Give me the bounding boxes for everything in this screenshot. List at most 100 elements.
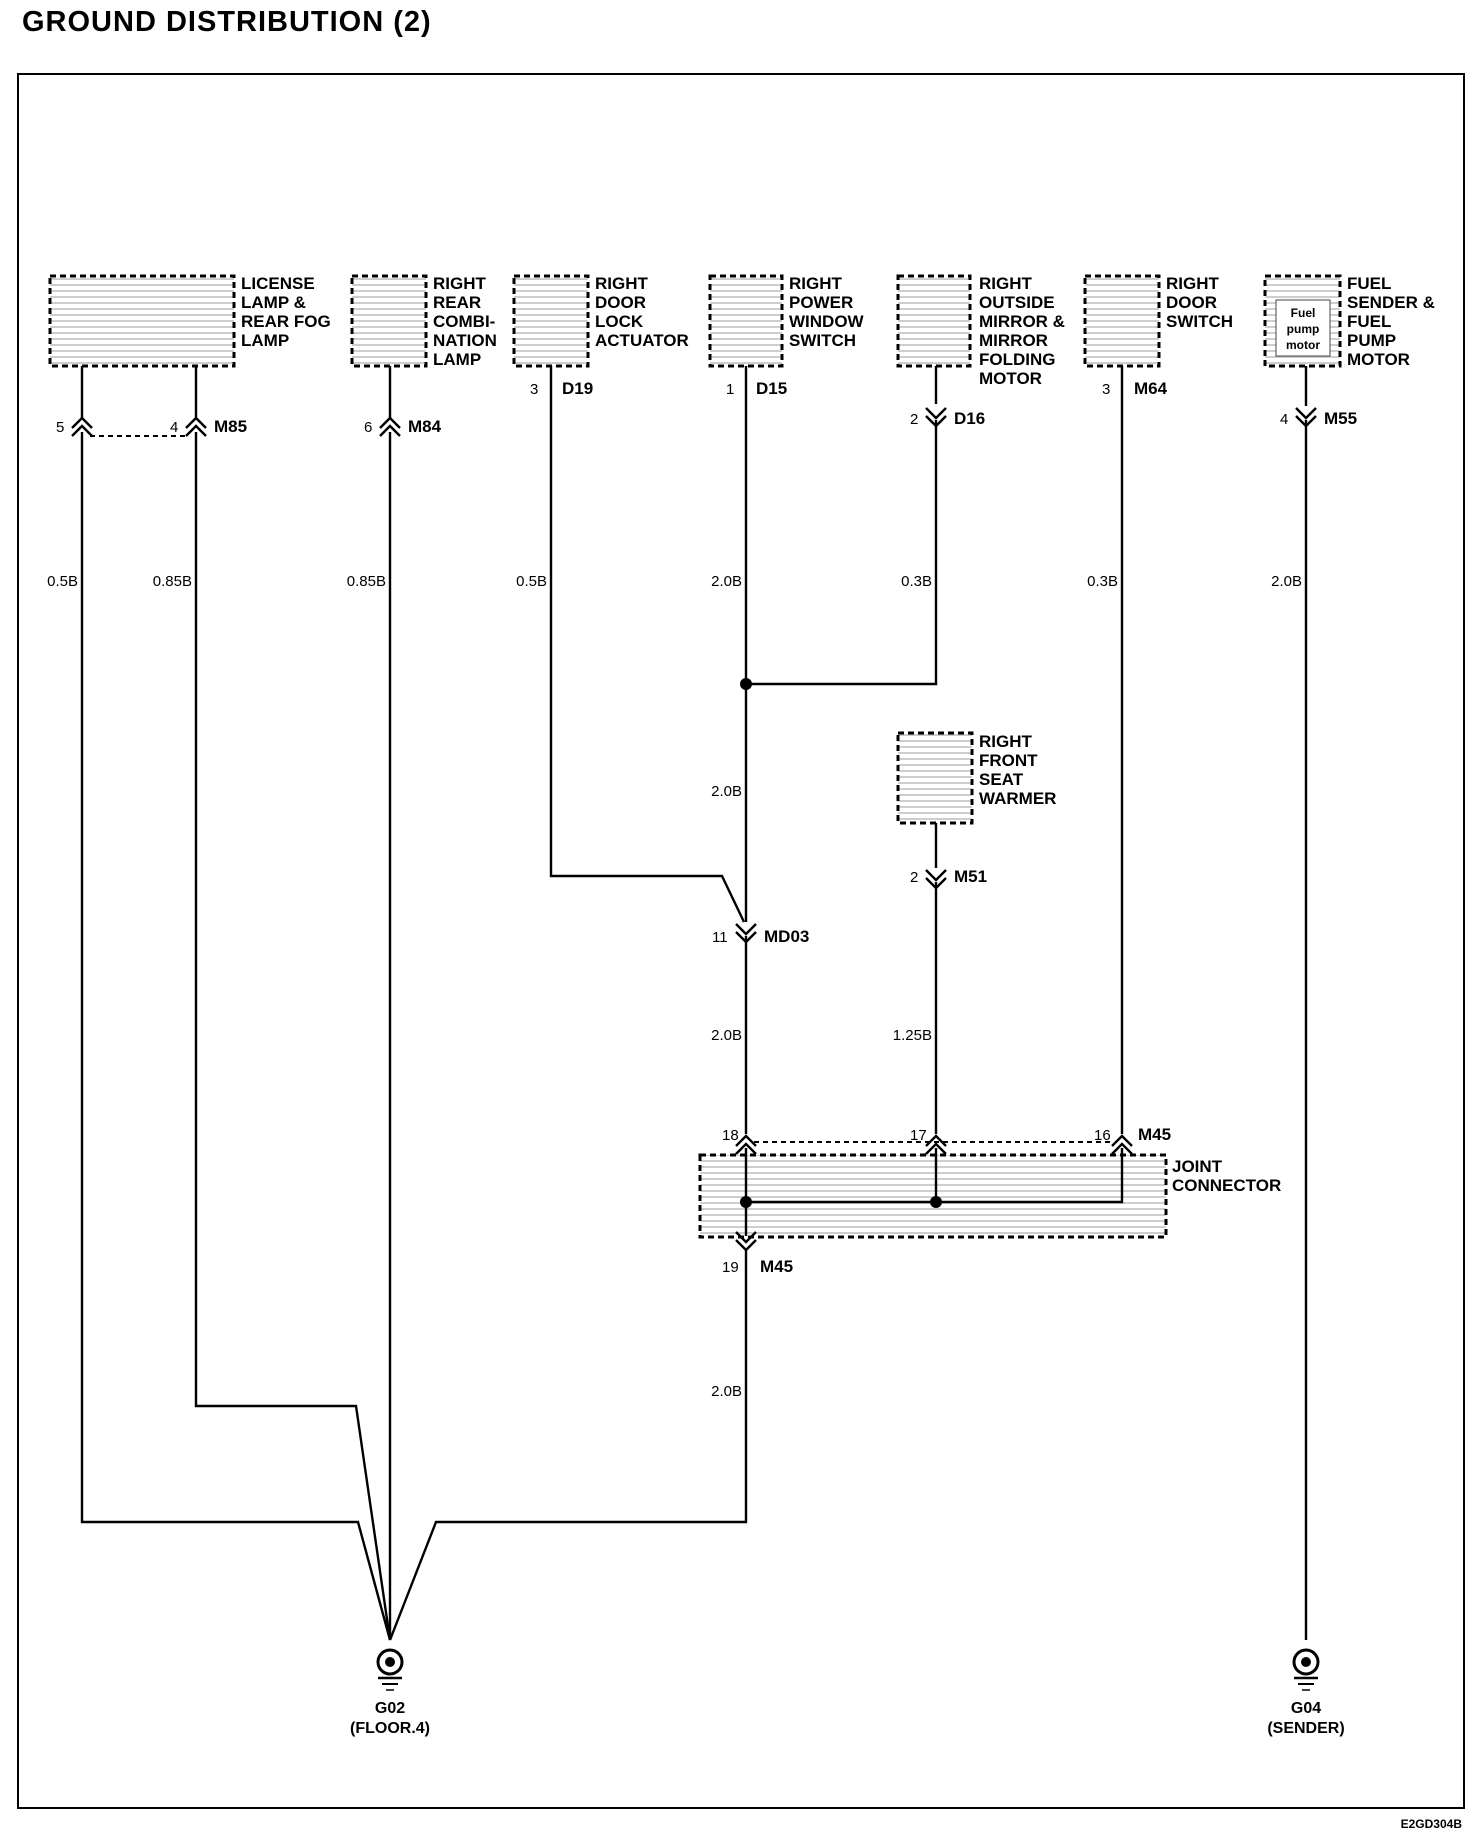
gauge-label: 0.5B [47, 573, 78, 590]
code-m84: M84 [408, 417, 442, 436]
gauge-label: 2.0B [711, 783, 742, 800]
code-m45-out: M45 [760, 1257, 793, 1276]
svg-text:DOOR: DOOR [1166, 293, 1217, 312]
svg-text:NATION: NATION [433, 331, 497, 350]
svg-text:LAMP &: LAMP & [241, 293, 306, 312]
svg-text:FRONT: FRONT [979, 751, 1038, 770]
pin-m45-16: 16 [1094, 1127, 1111, 1144]
svg-text:POWER: POWER [789, 293, 853, 312]
code-m64: M64 [1134, 379, 1168, 398]
ground-g04: G04 (SENDER) [1267, 1648, 1345, 1737]
svg-text:MIRROR: MIRROR [979, 331, 1048, 350]
wire-harness [80, 366, 1308, 1641]
pin-m84: 6 [364, 419, 372, 436]
code-m85: M85 [214, 417, 247, 436]
pin-d15: 1 [726, 381, 734, 398]
pin-m64: 3 [1102, 381, 1110, 398]
pin-d16: 2 [910, 411, 918, 428]
code-m45-in: M45 [1138, 1125, 1171, 1144]
gauge-label: 0.5B [516, 573, 547, 590]
component-box-license-lamp [48, 274, 236, 368]
svg-text:LOCK: LOCK [595, 312, 644, 331]
svg-text:SENDER &: SENDER & [1347, 293, 1435, 312]
gauge-label: 0.85B [347, 573, 386, 590]
ground-g04-name: G04 [1291, 1700, 1321, 1717]
splice-dot [740, 1196, 752, 1208]
component-box-door-switch [1083, 274, 1161, 368]
component-box-rear-combination-lamp [350, 274, 428, 368]
svg-text:MIRROR &: MIRROR & [979, 312, 1065, 331]
svg-text:DOOR: DOOR [595, 293, 646, 312]
gauge-label: 0.3B [1087, 573, 1118, 590]
svg-text:RIGHT: RIGHT [433, 274, 487, 293]
chevron-down-icon [735, 923, 757, 944]
svg-text:CONNECTOR: CONNECTOR [1172, 1176, 1281, 1195]
svg-text:LAMP: LAMP [433, 350, 481, 369]
code-m55: M55 [1324, 409, 1357, 428]
component-box-joint-connector [698, 1153, 1168, 1239]
label-power-window-switch: RIGHT POWER WINDOW SWITCH [789, 274, 865, 350]
code-d19: D19 [562, 379, 593, 398]
chevron-up-icon [925, 1134, 947, 1155]
chevron-up-icon [71, 416, 93, 437]
fuel-inner-line-1: Fuel [1291, 306, 1316, 320]
pin-md03: 11 [712, 929, 728, 946]
svg-text:REAR: REAR [433, 293, 481, 312]
chevron-up-icon [379, 416, 401, 437]
splice-dot [740, 678, 752, 690]
gauge-label: 2.0B [711, 1027, 742, 1044]
page-title: GROUND DISTRIBUTION (2) [22, 6, 432, 38]
gauge-label: 2.0B [1271, 573, 1302, 590]
ground-g02-location: (FLOOR.4) [350, 1720, 430, 1737]
chevron-up-icon [1111, 1134, 1133, 1155]
pin-m51: 2 [910, 869, 918, 886]
svg-text:RIGHT: RIGHT [979, 732, 1033, 751]
wire-gauge-labels: 0.5B 0.85B 0.85B 0.5B 2.0B 0.3B 0.3B 2.0… [47, 573, 1302, 1400]
svg-text:WINDOW: WINDOW [789, 312, 865, 331]
component-box-power-window-switch [708, 274, 784, 368]
svg-text:PUMP: PUMP [1347, 331, 1396, 350]
fuel-inner-line-3: motor [1286, 338, 1320, 352]
ground-g02-name: G02 [375, 1700, 405, 1717]
connector-labels: 5 4 M85 6 M84 3 D19 1 D15 2 D16 3 M64 4 … [56, 379, 1357, 1276]
svg-text:SWITCH: SWITCH [1166, 312, 1233, 331]
component-box-seat-warmer [896, 731, 974, 825]
chevron-down-icon [925, 869, 947, 890]
svg-text:FUEL: FUEL [1347, 312, 1391, 331]
chevron-down-icon [925, 407, 947, 428]
svg-text:COMBI-: COMBI- [433, 312, 495, 331]
code-md03: MD03 [764, 927, 809, 946]
label-door-lock-actuator: RIGHT DOOR LOCK ACTUATOR [595, 274, 689, 350]
svg-text:REAR FOG: REAR FOG [241, 312, 331, 331]
component-box-door-lock-actuator [512, 274, 590, 368]
connector-symbols [71, 407, 1317, 1252]
gauge-label: 0.85B [153, 573, 192, 590]
svg-text:RIGHT: RIGHT [1166, 274, 1220, 293]
splice-dot [930, 1196, 942, 1208]
label-door-switch: RIGHT DOOR SWITCH [1166, 274, 1233, 331]
label-rear-combination-lamp: RIGHT REAR COMBI- NATION LAMP [433, 274, 497, 369]
chevron-up-icon [185, 416, 207, 437]
pin-m55: 4 [1280, 411, 1288, 428]
pin-m45-17: 17 [910, 1127, 927, 1144]
svg-text:LICENSE: LICENSE [241, 274, 315, 293]
svg-text:RIGHT: RIGHT [789, 274, 843, 293]
svg-text:JOINT: JOINT [1172, 1157, 1223, 1176]
chevron-up-icon [735, 1134, 757, 1155]
gauge-label: 2.0B [711, 573, 742, 590]
pin-m45-19: 19 [722, 1259, 739, 1276]
splice-points [740, 678, 942, 1208]
component-box-outside-mirror-motor [896, 274, 972, 368]
svg-text:WARMER: WARMER [979, 789, 1056, 808]
wire-license-pin5 [82, 366, 740, 1520]
gauge-label: 1.25B [893, 1027, 932, 1044]
ground-g04-location: (SENDER) [1267, 1720, 1344, 1737]
diagram-frame [17, 73, 1465, 1809]
svg-text:RIGHT: RIGHT [595, 274, 649, 293]
label-outside-mirror-motor: RIGHT OUTSIDE MIRROR & MIRROR FOLDING MO… [979, 274, 1065, 388]
pin-d19: 3 [530, 381, 538, 398]
label-seat-warmer: RIGHT FRONT SEAT WARMER [979, 732, 1056, 808]
component-box-fuel-sender: Fuel pump motor [1263, 274, 1342, 368]
chevron-down-icon [1295, 407, 1317, 428]
